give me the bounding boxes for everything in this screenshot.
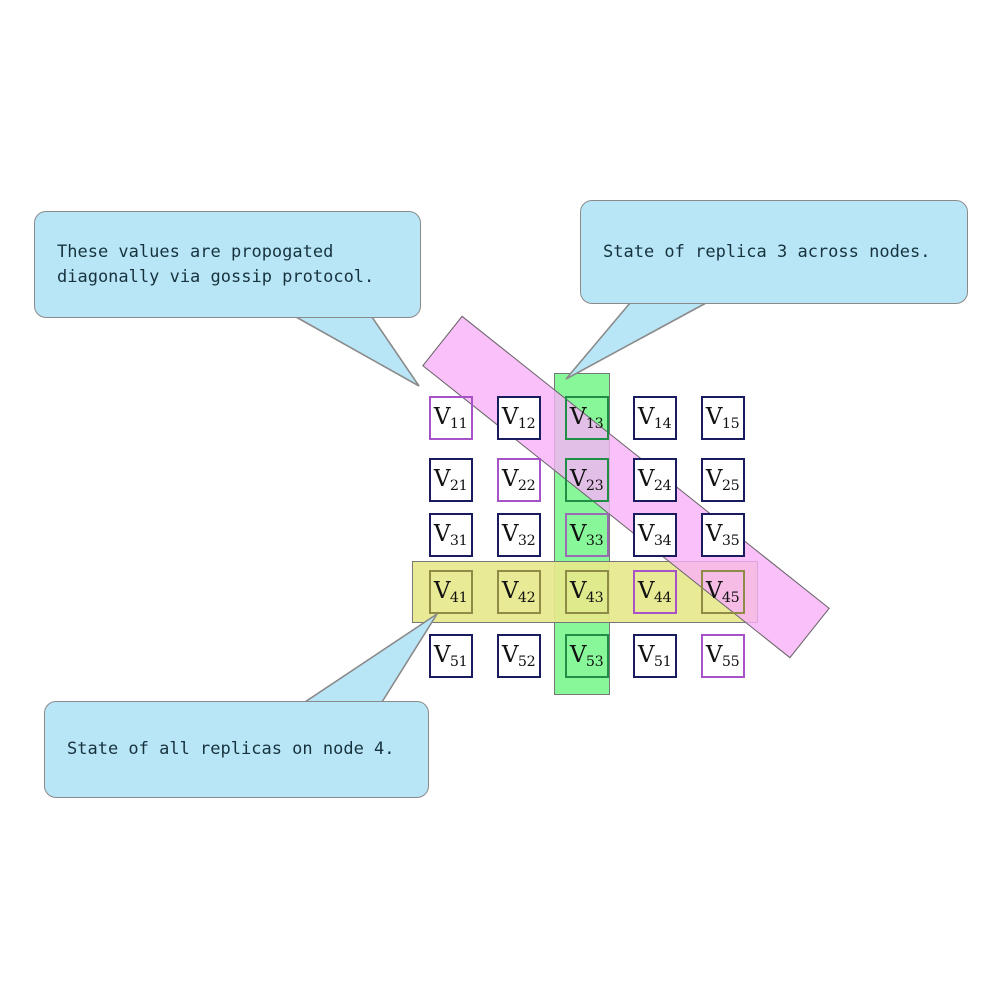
- cell-label-v21: V21: [433, 465, 468, 495]
- matrix-cell-v44[interactable]: V44: [633, 570, 677, 614]
- cell-label-v55: V55: [705, 641, 740, 671]
- matrix-cell-v14[interactable]: V14: [633, 396, 677, 440]
- matrix-cell-v11[interactable]: V11: [429, 396, 473, 440]
- matrix-cell-v15[interactable]: V15: [701, 396, 745, 440]
- cell-subscript-v43: 43: [585, 590, 604, 607]
- matrix-cell-v55[interactable]: V55: [701, 634, 745, 678]
- cell-subscript-v52: 52: [517, 654, 536, 671]
- matrix-cell-v45[interactable]: V45: [701, 570, 745, 614]
- replica3-callout[interactable]: State of replica 3 across nodes.: [580, 200, 968, 304]
- matrix-cell-v24[interactable]: V24: [633, 458, 677, 502]
- matrix-cell-v42[interactable]: V42: [497, 570, 541, 614]
- node4-callout-text: State of all replicas on node 4.: [67, 739, 395, 760]
- cell-subscript-v25: 25: [721, 478, 740, 495]
- cell-label-v11: V11: [433, 403, 468, 433]
- cell-label-v32: V32: [501, 520, 536, 550]
- cell-label-v15: V15: [705, 403, 740, 433]
- matrix-cell-v32[interactable]: V32: [497, 513, 541, 557]
- cell-subscript-v32: 32: [517, 533, 536, 550]
- cell-subscript-v45: 45: [721, 590, 740, 607]
- cell-label-v52: V52: [501, 641, 536, 671]
- cell-label-v51: V51: [433, 641, 468, 671]
- replica3-callout-tail: [565, 302, 707, 380]
- matrix-cell-v34[interactable]: V34: [633, 513, 677, 557]
- cell-subscript-v33: 33: [585, 533, 604, 550]
- node4-callout[interactable]: State of all replicas on node 4.: [44, 701, 429, 798]
- cell-subscript-v13: 13: [585, 416, 604, 433]
- cell-subscript-v11: 11: [449, 416, 468, 433]
- matrix-cell-v12[interactable]: V12: [497, 396, 541, 440]
- matrix-cell-v25[interactable]: V25: [701, 458, 745, 502]
- matrix-cell-v53[interactable]: V53: [565, 634, 609, 678]
- matrix-cell-v35[interactable]: V35: [701, 513, 745, 557]
- cell-label-v53: V53: [569, 641, 604, 671]
- matrix-cell-v21[interactable]: V21: [429, 458, 473, 502]
- cell-label-v12: V12: [501, 403, 536, 433]
- matrix-cell-v51[interactable]: V51: [429, 634, 473, 678]
- cell-subscript-v44: 44: [653, 590, 672, 607]
- cell-label-v42: V42: [501, 577, 536, 607]
- cell-subscript-v51: 51: [449, 654, 468, 671]
- cell-subscript-v35: 35: [721, 533, 740, 550]
- gossip-callout[interactable]: These values are propogated diagonally v…: [34, 211, 421, 318]
- cell-subscript-v24: 24: [653, 478, 672, 495]
- matrix-cell-v43[interactable]: V43: [565, 570, 609, 614]
- cell-subscript-v21: 21: [449, 478, 468, 495]
- cell-label-v31: V31: [433, 520, 468, 550]
- matrix-cell-v22[interactable]: V22: [497, 458, 541, 502]
- cell-label-v34: V34: [637, 520, 672, 550]
- matrix-cell-v54[interactable]: V51: [633, 634, 677, 678]
- matrix-cell-v13[interactable]: V13: [565, 396, 609, 440]
- replica3-callout-text: State of replica 3 across nodes.: [603, 241, 931, 262]
- cell-label-v44: V44: [637, 577, 672, 607]
- cell-subscript-v12: 12: [517, 416, 536, 433]
- cell-label-v54: V51: [637, 641, 672, 671]
- cell-subscript-v14: 14: [653, 416, 672, 433]
- cell-label-v43: V43: [569, 577, 604, 607]
- cell-subscript-v41: 41: [449, 590, 468, 607]
- cell-label-v25: V25: [705, 465, 740, 495]
- matrix-cell-v23[interactable]: V23: [565, 458, 609, 502]
- cell-label-v13: V13: [569, 403, 604, 433]
- cell-subscript-v34: 34: [653, 533, 672, 550]
- cell-subscript-v22: 22: [517, 478, 536, 495]
- cell-subscript-v42: 42: [517, 590, 536, 607]
- cell-label-v14: V14: [637, 403, 672, 433]
- cell-label-v33: V33: [569, 520, 604, 550]
- gossip-callout-text: These values are propogated diagonally v…: [57, 241, 375, 287]
- cell-subscript-v23: 23: [585, 478, 604, 495]
- matrix-cell-v33[interactable]: V33: [565, 513, 609, 557]
- cell-subscript-v54: 51: [653, 654, 672, 671]
- cell-label-v23: V23: [569, 465, 604, 495]
- cell-label-v22: V22: [501, 465, 536, 495]
- matrix-cell-v41[interactable]: V41: [429, 570, 473, 614]
- cell-label-v45: V45: [705, 577, 740, 607]
- cell-subscript-v31: 31: [449, 533, 468, 550]
- cell-subscript-v53: 53: [585, 654, 604, 671]
- cell-label-v24: V24: [637, 465, 672, 495]
- gossip-callout-tail: [292, 316, 420, 387]
- matrix-cell-v31[interactable]: V31: [429, 513, 473, 557]
- node4-callout-tail: [302, 613, 438, 703]
- cell-label-v35: V35: [705, 520, 740, 550]
- matrix-cell-v52[interactable]: V52: [497, 634, 541, 678]
- cell-subscript-v15: 15: [721, 416, 740, 433]
- cell-label-v41: V41: [433, 577, 468, 607]
- cell-subscript-v55: 55: [721, 654, 740, 671]
